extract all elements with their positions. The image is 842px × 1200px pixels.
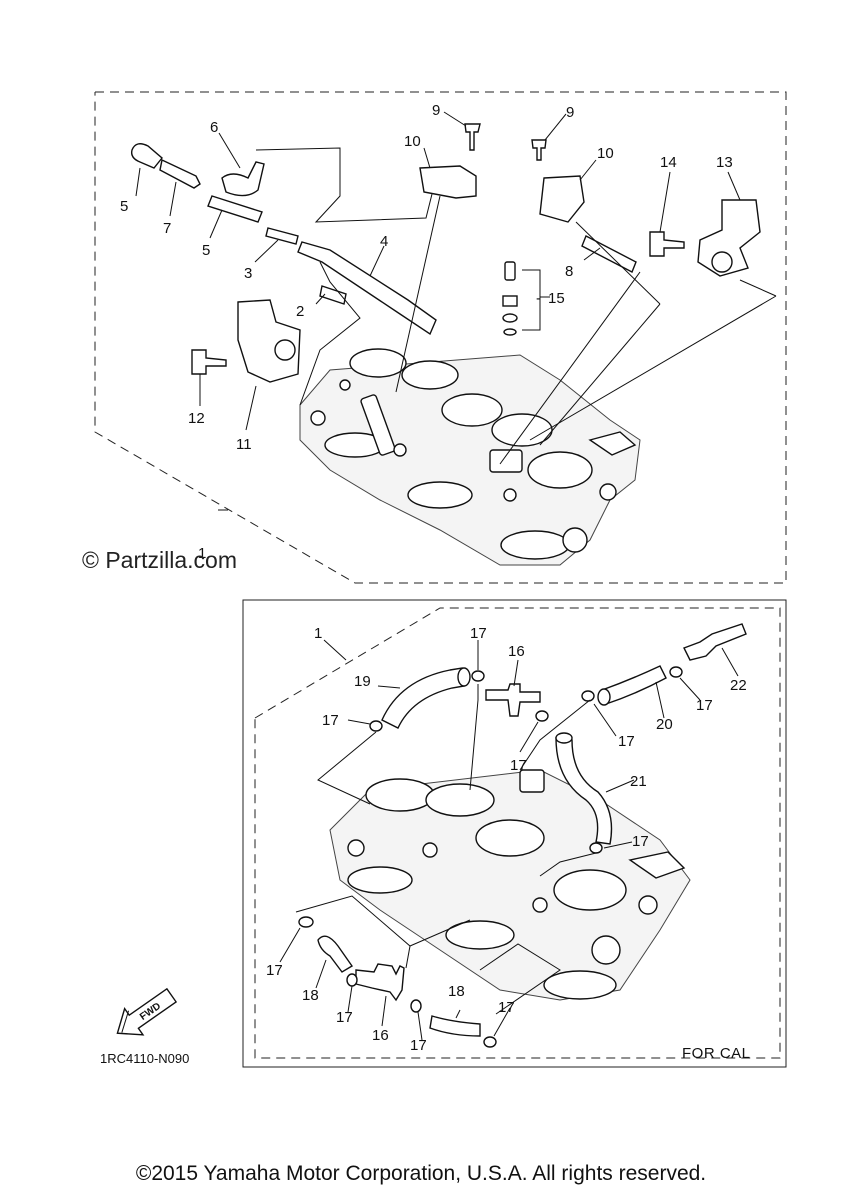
- callout-7: 7: [163, 220, 171, 237]
- callout-18-left: 18: [302, 987, 319, 1004]
- callout-17-left: 17: [322, 712, 339, 729]
- callout-3: 3: [244, 265, 252, 282]
- callout-17-center: 17: [510, 757, 527, 774]
- part-15-spring: [502, 295, 518, 307]
- part-11-sensor: [237, 299, 301, 383]
- part-21-hose: [555, 737, 613, 845]
- part-3-joint: [265, 227, 299, 245]
- callout-17-top: 17: [470, 625, 487, 642]
- part-20-hose: [601, 665, 667, 705]
- callout-9-left: 9: [432, 102, 440, 119]
- callout-4: 4: [380, 233, 388, 250]
- callout-8: 8: [565, 263, 573, 280]
- watermark-text: © Partzilla.com: [82, 547, 237, 573]
- part-18-hose-right: [429, 1015, 481, 1037]
- callout-1-upper: 1: [198, 545, 206, 562]
- callout-19: 19: [354, 673, 371, 690]
- callout-15-dash: -: [536, 290, 541, 307]
- lower-assembly: FOR CAL: [242, 599, 787, 1068]
- part-10-sensor-b: [539, 175, 585, 223]
- part-15-pin: [504, 261, 516, 281]
- part-10-sensor-a: [419, 165, 477, 199]
- part-16-joint-upper: [485, 683, 541, 717]
- callout-5-cap: 5: [120, 198, 128, 215]
- part-16-joint-lower: [355, 963, 405, 1002]
- callout-17-bottom-right: 17: [498, 999, 515, 1016]
- upper-assembly-outline: [94, 91, 787, 584]
- callout-14: 14: [660, 154, 677, 171]
- callout-12: 12: [188, 410, 205, 427]
- callout-11: 11: [236, 436, 252, 453]
- callout-17-hose21: 17: [632, 833, 649, 850]
- callout-17-bottom-mid: 17: [336, 1009, 353, 1026]
- callout-17-bottom: 17: [410, 1037, 427, 1054]
- callout-21: 21: [630, 773, 647, 790]
- part-14-screw: [649, 231, 685, 257]
- part-9-bolt-b: [531, 139, 547, 161]
- callout-10-right: 10: [597, 145, 614, 162]
- callout-13: 13: [716, 154, 733, 171]
- diagram-code: 1RC4110-N090: [100, 1051, 189, 1066]
- fwd-arrow-icon: FWD: [116, 987, 178, 1036]
- part-5-cap: [130, 143, 163, 169]
- callout-16-lower: 16: [372, 1027, 389, 1044]
- callout-18-right: 18: [448, 983, 465, 1000]
- throttle-body-upper: [299, 348, 641, 566]
- callout-6: 6: [210, 119, 218, 136]
- upper-assembly: 1 2 3 4 5 5 6 7 8 9 9 10 10 11 12 13 14 …: [82, 91, 787, 584]
- callout-15: 15: [548, 290, 565, 307]
- lower-leader-lines: [279, 639, 739, 1041]
- for-cal-label: FOR CAL: [682, 1045, 751, 1062]
- callout-10-left: 10: [404, 133, 421, 150]
- callout-16-upper: 16: [508, 643, 525, 660]
- part-7-joint: [159, 158, 201, 189]
- callout-9-right: 9: [566, 104, 574, 121]
- copyright-notice: ©2015 Yamaha Motor Corporation, U.S.A. A…: [135, 1162, 707, 1185]
- part-22-joint: [683, 623, 747, 661]
- part-12-screw: [191, 349, 227, 375]
- lower-assembly-outline: [254, 607, 781, 1059]
- part-4-hose: [297, 241, 437, 336]
- callout-2: 2: [296, 303, 304, 320]
- part-9-bolt-a: [464, 123, 481, 151]
- upper-leader-lines: [135, 111, 777, 511]
- part-5-hose: [207, 195, 263, 223]
- callout-17-bottom-left: 17: [266, 962, 283, 979]
- part-18-hose-left: [317, 935, 354, 973]
- callout-20: 20: [656, 716, 673, 733]
- callout-22: 22: [730, 677, 747, 694]
- part-19-hose: [381, 667, 465, 729]
- lower-frame: [242, 599, 787, 1068]
- callout-1-lower: 1: [314, 625, 322, 642]
- callout-17-right: 17: [696, 697, 713, 714]
- callout-17-mid-right: 17: [618, 733, 635, 750]
- part-6-hose: [221, 161, 265, 197]
- callout-5-hose: 5: [202, 242, 210, 259]
